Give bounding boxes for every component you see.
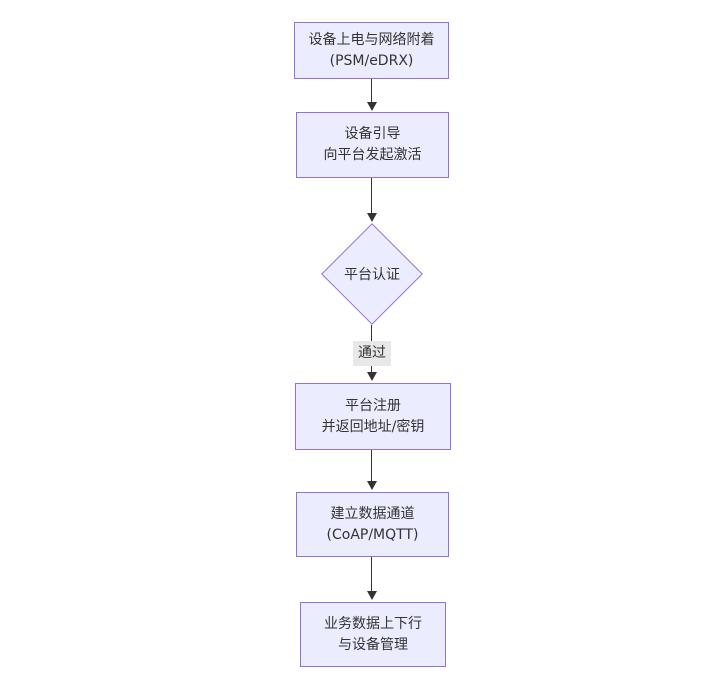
node-bootstrap-line1: 设备引导 [344,126,401,142]
node-power-attach-line1: 设备上电与网络附着 [308,31,435,48]
arrowhead-down-icon [367,591,377,600]
arrowhead-down-icon [367,372,377,381]
node-business-data: 业务数据上下行 与设备管理 [300,602,446,667]
arrowhead-down-icon [367,102,377,111]
node-power-attach-line2: (PSM/eDRX) [329,52,414,69]
node-platform-auth: 平台认证 [321,223,423,325]
edge-line-1 [371,79,372,102]
node-platform-auth-label: 平台认证 [344,267,400,283]
edge-label-pass: 通过 [353,341,391,366]
node-data-channel-line2: (CoAP/MQTT) [326,526,419,543]
node-business-data-line2: 与设备管理 [338,636,408,653]
arrowhead-down-icon [367,213,377,222]
node-platform-register-line1: 平台注册 [345,397,401,414]
edge-line-2 [371,178,372,213]
arrowhead-down-icon [367,481,377,490]
edge-line-4 [371,450,372,481]
node-bootstrap-line2: 向平台发起激活 [323,147,422,163]
edge-line-5 [371,557,372,591]
node-power-attach: 设备上电与网络附着 (PSM/eDRX) [294,22,449,79]
node-platform-register: 平台注册 并返回地址/密钥 [295,383,451,450]
node-data-channel: 建立数据通道 (CoAP/MQTT) [296,492,449,557]
node-data-channel-line1: 建立数据通道 [330,505,415,522]
node-bootstrap: 设备引导 向平台发起激活 [296,112,449,178]
node-business-data-line1: 业务数据上下行 [324,615,422,632]
node-platform-register-line2: 并返回地址/密钥 [321,418,425,435]
